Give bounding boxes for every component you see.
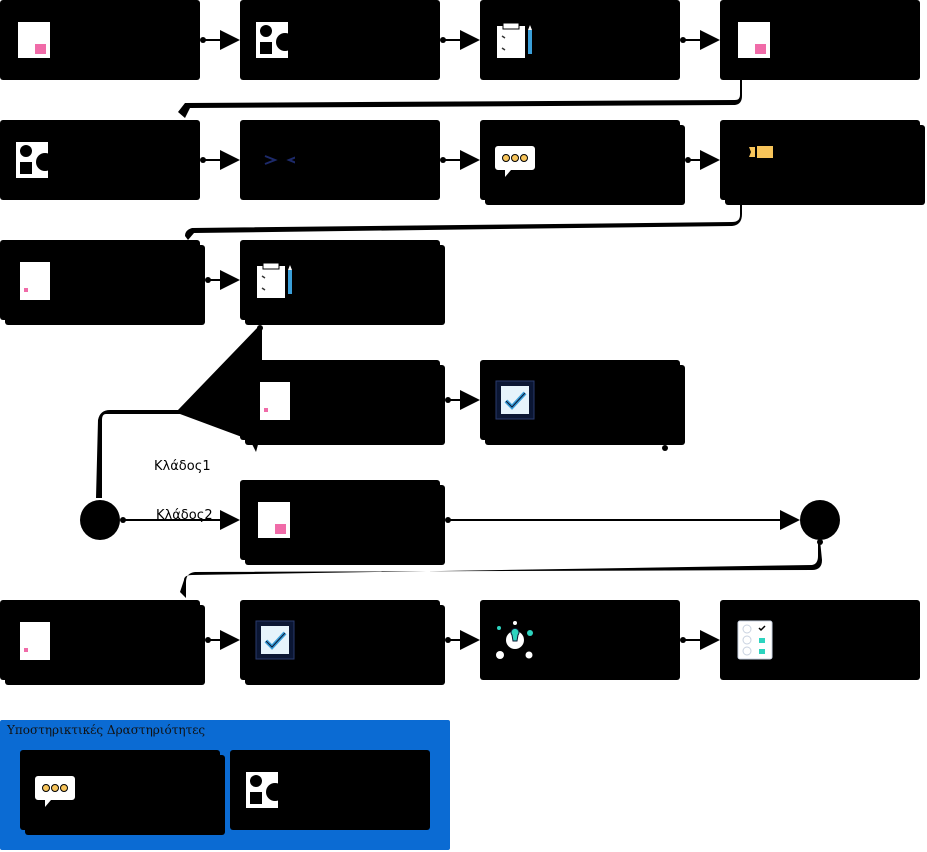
verified-check-icon <box>495 380 535 420</box>
shapes-icon <box>255 20 295 60</box>
activity-card-row2-d[interactable] <box>720 120 925 205</box>
branch-label-2: Κλάδος2 <box>156 508 213 523</box>
activity-card-branch2-a[interactable] <box>240 480 445 565</box>
flow-connector-band <box>180 540 822 598</box>
activity-card-row1-a[interactable] <box>0 0 200 80</box>
connector-layer <box>96 30 823 650</box>
document-icon <box>255 500 295 540</box>
document-icon <box>255 380 295 420</box>
activity-card-branch1-a[interactable] <box>240 360 445 445</box>
activity-card-row6-b[interactable] <box>240 600 445 685</box>
activity-card-row6-a[interactable] <box>0 600 205 685</box>
shapes-icon <box>15 140 55 180</box>
activity-card-branch1-b[interactable] <box>480 360 685 445</box>
branch-label-1: Κλάδος1 <box>154 459 211 474</box>
lightbulb-network-icon <box>495 620 535 660</box>
code-arrows-icon <box>255 140 295 180</box>
activity-card-row2-c[interactable] <box>480 120 685 205</box>
activity-card-row3-b[interactable] <box>240 240 445 325</box>
shapes-icon <box>245 770 285 810</box>
flow-connector-band <box>178 80 742 118</box>
document-icon <box>15 620 55 660</box>
tag-icon <box>735 140 775 180</box>
checklist-pencil-icon <box>255 260 295 300</box>
checklist-pencil-icon <box>495 20 535 60</box>
activity-card-row6-c[interactable] <box>480 600 680 680</box>
document-icon <box>15 260 55 300</box>
activity-card-row6-d[interactable] <box>720 600 920 680</box>
activity-card-row1-c[interactable] <box>480 0 680 80</box>
support-group-title: Υποστηρικτικές Δραστηριότητες <box>7 723 206 737</box>
flow-connector-band <box>96 327 262 498</box>
chat-bubble-icon <box>35 770 75 810</box>
chat-bubble-icon <box>495 140 535 180</box>
document-icon <box>735 20 775 60</box>
support-activities-group: Υποστηρικτικές Δραστηριότητες <box>0 720 450 850</box>
activity-card-row2-b[interactable] <box>240 120 440 200</box>
branch-split-node[interactable] <box>80 500 120 540</box>
activity-card-support-a[interactable] <box>20 750 225 835</box>
document-icon <box>15 20 55 60</box>
activity-card-row2-a[interactable] <box>0 120 200 200</box>
verified-check-icon <box>255 620 295 660</box>
activity-card-row3-a[interactable] <box>0 240 205 325</box>
branch-merge-node[interactable] <box>800 500 840 540</box>
connector-start-dot <box>662 445 668 451</box>
connector-start-dot <box>257 325 263 331</box>
flow-connector-band <box>185 205 742 240</box>
activity-card-row1-b[interactable] <box>240 0 440 80</box>
activity-card-support-b[interactable] <box>230 750 430 830</box>
task-list-icon <box>735 620 775 660</box>
activity-card-row1-d[interactable] <box>720 0 920 80</box>
connector-start-dot <box>817 539 823 545</box>
